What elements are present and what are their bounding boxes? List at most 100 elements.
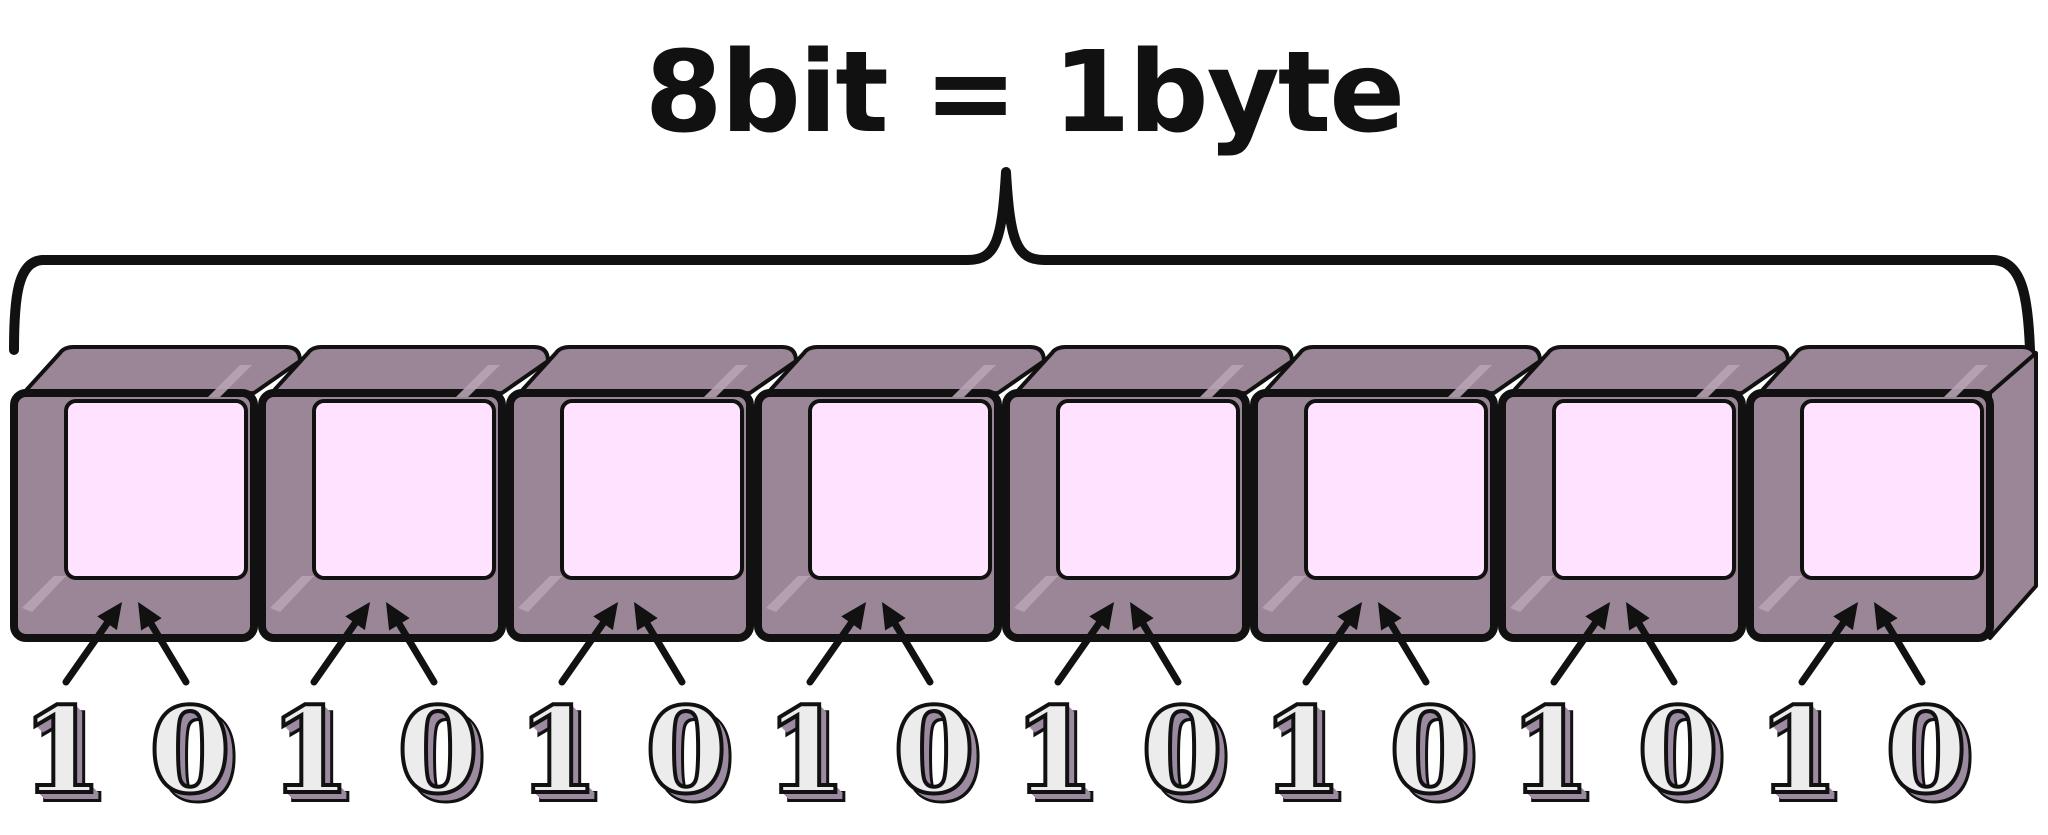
bit-arrow	[1626, 602, 1678, 686]
bit-arrow	[1874, 602, 1926, 686]
svg-text:1: 1	[24, 684, 106, 823]
svg-text:0: 0	[901, 689, 983, 828]
svg-text:1: 1	[525, 689, 607, 828]
svg-text:1: 1	[1761, 685, 1843, 824]
bit-arrows	[62, 602, 1926, 686]
svg-text:1: 1	[271, 683, 353, 822]
bit-arrow	[882, 602, 934, 686]
svg-text:1: 1	[1516, 688, 1598, 827]
svg-text:1: 1	[1021, 689, 1103, 828]
svg-text:1: 1	[524, 688, 606, 827]
svg-text:1: 1	[1017, 685, 1099, 824]
svg-text:1: 1	[1261, 681, 1343, 820]
svg-text:1: 1	[270, 682, 352, 821]
svg-text:1: 1	[1511, 683, 1593, 822]
svg-text:1: 1	[1014, 682, 1096, 821]
bit-cell	[506, 345, 798, 642]
svg-text:0: 0	[651, 687, 733, 826]
svg-text:0: 0	[1643, 687, 1725, 826]
bit-arrow	[1378, 602, 1430, 686]
svg-text:0: 0	[403, 687, 485, 826]
svg-text:1: 1	[767, 683, 849, 822]
svg-text:1: 1	[770, 686, 852, 825]
svg-text:1: 1	[1758, 682, 1840, 821]
svg-text:0: 0	[1887, 683, 1969, 822]
svg-text:0: 0	[648, 684, 730, 823]
svg-text:0: 0	[1640, 684, 1722, 823]
bit-arrow	[1054, 602, 1114, 686]
svg-text:0: 0	[895, 683, 977, 822]
svg-text:1: 1	[1510, 682, 1592, 821]
svg-text:1: 1	[771, 687, 853, 826]
svg-text:1: 1	[1015, 683, 1097, 822]
svg-text:0: 0	[398, 682, 480, 821]
svg-text:0: 0	[1395, 687, 1477, 826]
svg-text:0: 0	[1149, 689, 1231, 828]
svg-text:0: 0	[400, 684, 482, 823]
svg-text:0: 0	[157, 689, 239, 828]
svg-text:1: 1	[1263, 683, 1345, 822]
svg-text:0: 0	[1142, 682, 1224, 821]
svg-text:1: 1	[29, 689, 111, 828]
bit-arrow	[62, 602, 122, 686]
svg-text:1: 1	[1512, 684, 1594, 823]
svg-text:1: 1	[1269, 689, 1351, 828]
svg-text:1: 1	[272, 684, 354, 823]
svg-text:0: 0	[399, 683, 481, 822]
svg-text:1: 1	[21, 681, 103, 820]
svg-text:1: 1	[1760, 684, 1842, 823]
bit-arrow	[310, 602, 370, 686]
svg-text:1: 1	[1268, 688, 1350, 827]
bit-arrow	[1130, 602, 1182, 686]
svg-text:0: 0	[1393, 685, 1475, 824]
svg-text:1: 1	[273, 685, 355, 824]
svg-text:0: 0	[653, 689, 735, 828]
svg-text:0: 0	[1389, 681, 1471, 820]
bit-arrow	[1798, 602, 1858, 686]
svg-text:0: 0	[899, 687, 981, 826]
svg-text:0: 0	[896, 684, 978, 823]
bit-arrow	[1302, 602, 1362, 686]
svg-text:1: 1	[765, 681, 847, 820]
svg-text:1: 1	[1266, 686, 1348, 825]
svg-text:0: 0	[151, 683, 233, 822]
svg-text:1: 1	[768, 684, 850, 823]
svg-text:1: 1	[1757, 681, 1839, 820]
svg-text:0: 0	[1888, 684, 1970, 823]
svg-text:0: 0	[1145, 685, 1227, 824]
bit-cell	[1002, 345, 1294, 642]
svg-text:0: 0	[645, 681, 727, 820]
svg-text:1: 1	[274, 686, 356, 825]
svg-text:1: 1	[1762, 686, 1844, 825]
svg-text:1: 1	[523, 687, 605, 826]
svg-text:0: 0	[1147, 687, 1229, 826]
svg-text:0: 0	[1889, 685, 1971, 824]
svg-text:1: 1	[520, 684, 602, 823]
svg-text:1: 1	[518, 682, 600, 821]
svg-text:1: 1	[1513, 685, 1595, 824]
svg-text:1: 1	[28, 688, 110, 827]
svg-text:0: 0	[1642, 686, 1724, 825]
svg-text:0: 0	[156, 688, 238, 827]
svg-text:0: 0	[1644, 688, 1726, 827]
svg-text:0: 0	[397, 681, 479, 820]
svg-text:1: 1	[1267, 687, 1349, 826]
svg-text:0: 0	[1885, 681, 1967, 820]
svg-text:1: 1	[275, 687, 357, 826]
svg-text:1: 1	[1264, 684, 1346, 823]
svg-text:1: 1	[1509, 681, 1591, 820]
svg-text:1: 1	[772, 688, 854, 827]
svg-text:1: 1	[522, 686, 604, 825]
svg-text:1: 1	[1018, 686, 1100, 825]
svg-text:0: 0	[652, 688, 734, 827]
